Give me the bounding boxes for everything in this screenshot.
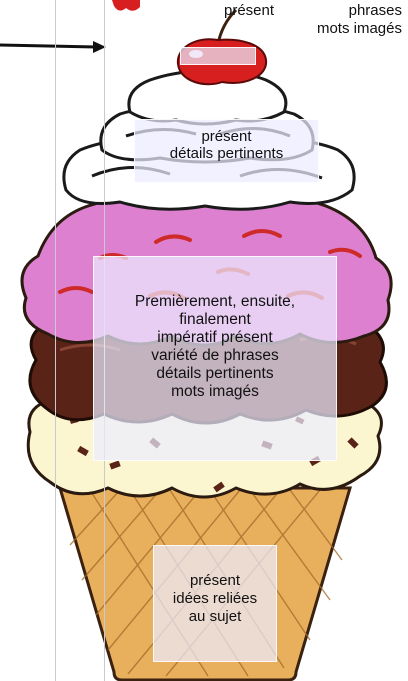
cone-label: présent idées reliées au sujet [153, 545, 277, 662]
cream-label-line: présent [201, 128, 252, 145]
scoops-label-line: finalement [179, 311, 251, 328]
cone-label-line: idées reliées [172, 590, 258, 607]
scoops-label-line: impératif présent [157, 329, 273, 346]
cherry-highlight-box [180, 47, 256, 65]
scoops-label-line: Premièrement, ensuite, [134, 293, 296, 310]
cone-label-line: présent [189, 572, 241, 589]
cream-label-line: détails pertinents [169, 145, 284, 162]
scoops-label-line: détails pertinents [156, 365, 274, 382]
cherry-label: présent phrases mots imagés [220, 2, 402, 38]
arrow [0, 41, 106, 53]
cherry-label-line1-left: présent [224, 2, 275, 19]
guide-line-left [55, 0, 56, 681]
cone-label-line: au sujet [188, 608, 242, 625]
cream-label: présent détails pertinents [134, 119, 319, 183]
scoops-label: Premièrement, ensuite, finalement impéra… [93, 256, 337, 461]
scoops-label-line: variété de phrases [151, 347, 279, 364]
cherry-label-line1-right: phrases [348, 2, 402, 19]
red-decoration [112, 0, 140, 11]
cherry-label-line2: mots imagés [316, 20, 402, 37]
scoops-label-line: mots imagés [171, 383, 259, 400]
